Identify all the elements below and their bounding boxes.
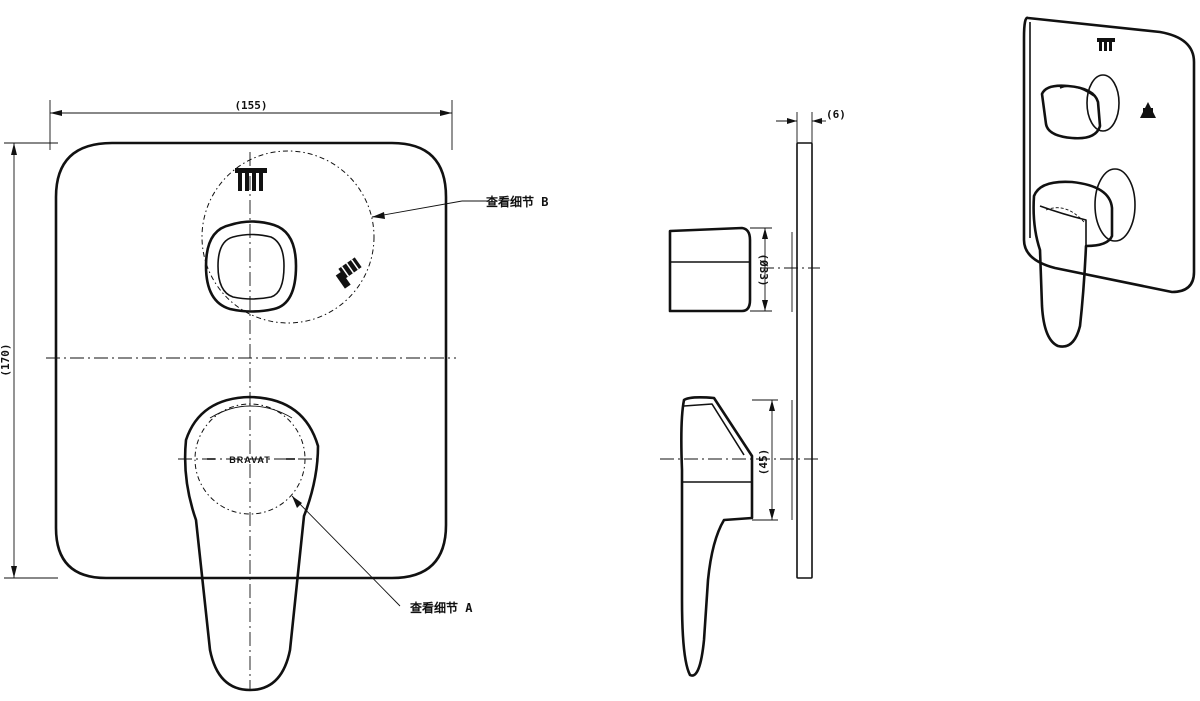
side-view: (6) (Ø33) (45): [660, 108, 846, 677]
front-view: (155) (170): [0, 99, 548, 692]
iso-shower-head-icon: [1097, 38, 1115, 51]
cover-plate: [54, 141, 448, 580]
handle-profile: [680, 396, 754, 677]
brand-logo: BRAVAT: [229, 455, 271, 465]
diverter-knob: [204, 220, 298, 313]
iso-diverter-knob: [1040, 84, 1102, 140]
detail-b-circle: [201, 150, 375, 324]
height-dimension: (170): [0, 343, 12, 376]
plate-profile: [796, 142, 813, 579]
diverter-dimension: (Ø33): [757, 253, 770, 286]
iso-lever-handle: [1032, 180, 1114, 348]
detail-a-circle: [194, 403, 306, 515]
callout-detail-a: 查看细节 A: [409, 600, 473, 615]
hand-shower-icon: [335, 257, 362, 289]
iso-hand-shower-icon: [1140, 102, 1156, 118]
isometric-view: [1022, 16, 1196, 348]
handle-dimension: (45): [757, 449, 770, 476]
diverter-profile: [668, 226, 752, 313]
thickness-dimension: (6): [826, 108, 846, 121]
iso-cover-plate: [1022, 16, 1196, 294]
lever-handle: [183, 395, 320, 692]
width-dimension: (155): [234, 99, 267, 112]
shower-head-icon: [235, 168, 267, 191]
callout-detail-b: 查看细节 B: [485, 194, 548, 209]
